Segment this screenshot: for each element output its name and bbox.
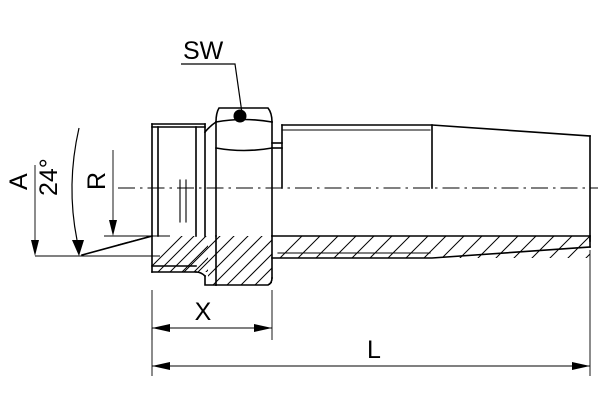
tube-outline [271,124,591,242]
dimension-l-label: L [367,336,381,364]
cone-face-label: A [5,173,33,190]
arrow-head-icon [254,324,272,332]
arrow-head-icon [152,324,170,332]
section-hatching-body [152,236,272,285]
dimension-x: X [151,290,273,340]
arrow-head-icon [72,240,84,256]
shoulder-outline [203,120,218,237]
dimension-l: L [151,250,591,376]
arrow-head-icon [31,240,39,256]
thread-nipple-outline [151,123,206,237]
section-hatching-cone [152,236,208,272]
arrow-head-icon [109,220,117,236]
radius-callout: R [83,150,170,237]
cone-angle-callout: 24° [35,127,84,256]
section-profile-outline [81,235,591,286]
dimension-x-label: X [195,298,212,326]
arrow-head-icon [152,362,170,370]
radius-label: R [83,172,111,190]
bore-detail-lines [179,179,187,223]
cone-angle-label: 24° [35,158,63,196]
sw-callout: SW [181,37,247,123]
sw-marker-icon [233,109,247,123]
arrow-head-icon [572,362,590,370]
sw-label: SW [183,37,224,65]
cone-face-callout: A [5,165,160,257]
hex-nut-outline [215,107,273,237]
